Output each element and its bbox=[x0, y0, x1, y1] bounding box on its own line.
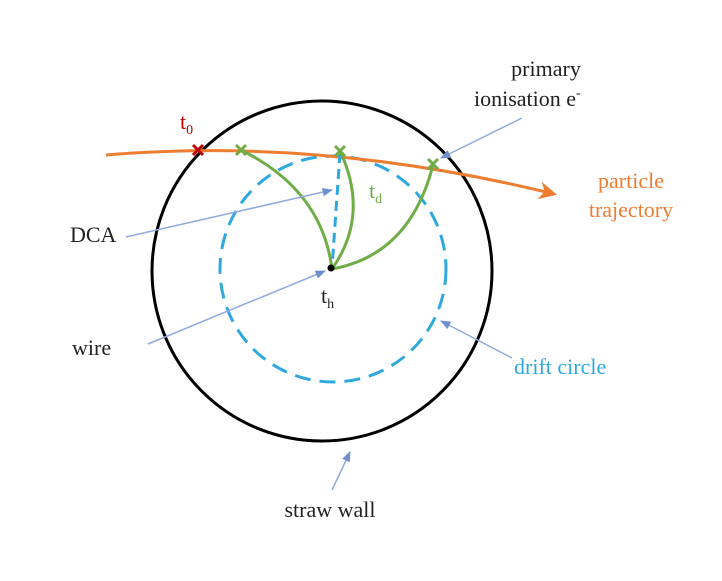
straw-wall-pointer bbox=[331, 451, 351, 491]
particle-label-line2: trajectory bbox=[589, 197, 673, 222]
wire-label: wire bbox=[72, 335, 111, 360]
drift-circle-pointer bbox=[440, 320, 513, 359]
th-label: th bbox=[321, 283, 334, 312]
wire-dot bbox=[327, 264, 335, 272]
ionisation-marker-1 bbox=[234, 143, 248, 157]
dca-label: DCA bbox=[70, 222, 117, 247]
drift-circle-label: drift circle bbox=[514, 354, 606, 379]
ionisation-marker-3 bbox=[426, 157, 440, 171]
drift-path-2 bbox=[330, 150, 355, 270]
dca-pointer bbox=[125, 188, 334, 238]
dca-line bbox=[330, 152, 342, 269]
drift-path-1 bbox=[240, 148, 334, 270]
electron-superscript: - bbox=[576, 86, 581, 101]
drift-path-3 bbox=[331, 164, 435, 271]
primary-label-line2: ionisation e- bbox=[474, 86, 581, 111]
td-label: td bbox=[369, 178, 382, 207]
primary-label-line1: primary bbox=[511, 56, 581, 81]
wire-pointer bbox=[147, 270, 326, 345]
primary-pointer bbox=[440, 117, 523, 159]
t0-label: t0 bbox=[180, 109, 193, 138]
t0-marker bbox=[191, 143, 205, 157]
particle-trajectory-line bbox=[105, 149, 557, 200]
ionisation-marker-2 bbox=[333, 144, 347, 158]
straw-wall-circle bbox=[150, 99, 494, 443]
particle-label-line1: particle bbox=[598, 168, 664, 193]
straw-wall-label: straw wall bbox=[284, 497, 375, 522]
